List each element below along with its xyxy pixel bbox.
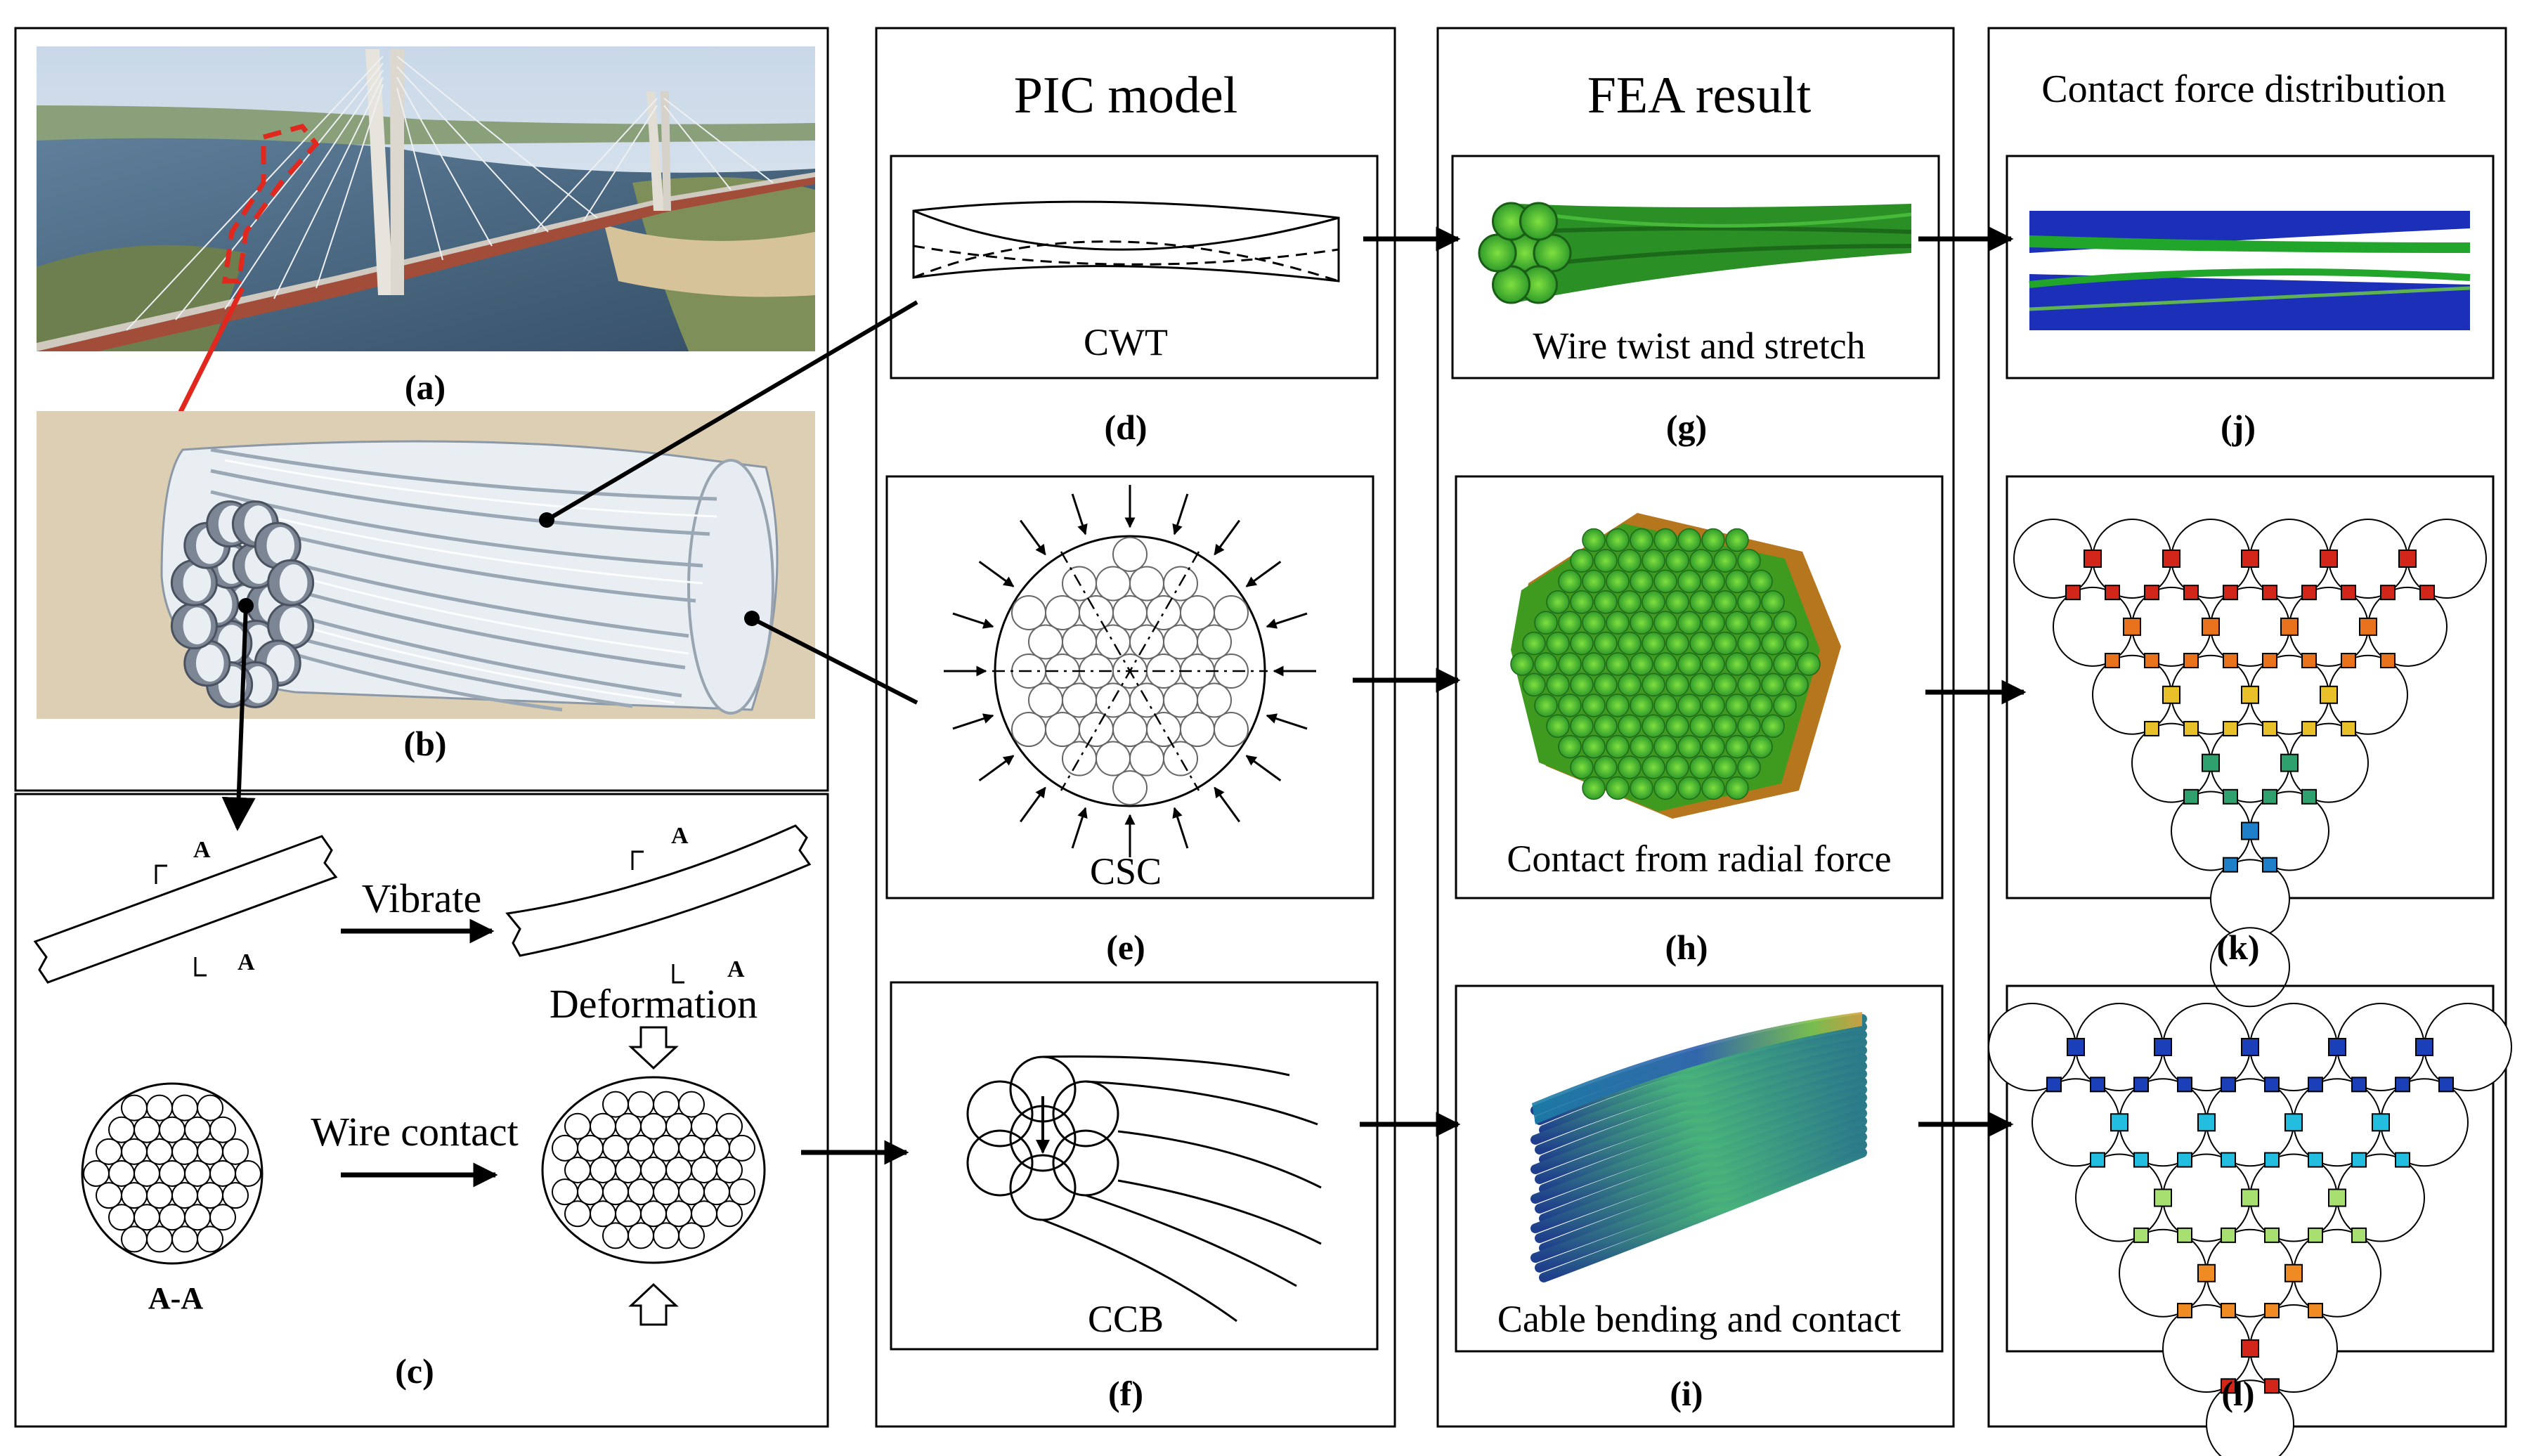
elliptical-cross-section: [541, 1076, 766, 1264]
section-label: A-A: [148, 1281, 203, 1315]
caption-c: (c): [395, 1351, 434, 1391]
csc-label: CSC: [1090, 850, 1162, 892]
caption-d: (d): [1104, 408, 1147, 447]
top-squeeze-arrow: [628, 1026, 679, 1070]
contact-strip-render: [2029, 211, 2471, 330]
bottom-squeeze-arrow: [628, 1282, 679, 1326]
panel-e: [885, 475, 1374, 899]
radial-force-render: [1510, 513, 1841, 819]
radial-force-label: Contact from radial force: [1507, 838, 1891, 880]
section-marker-1: A: [193, 837, 211, 863]
link-b-to-e: [750, 616, 918, 705]
wire-contact-label: Wire contact: [311, 1109, 519, 1155]
ccb-label: CCB: [1088, 1298, 1164, 1340]
radial-contact-distribution: [2013, 519, 2487, 1008]
caption-g: (g): [1666, 408, 1707, 447]
cable-bending-label: Cable bending and contact: [1497, 1298, 1901, 1340]
vibration-schematic: [33, 824, 812, 984]
frame-fea: [1436, 27, 1955, 1428]
section-marker-2: A: [238, 949, 255, 975]
frame-ab: [14, 27, 829, 792]
cable-illustration: [37, 411, 815, 719]
caption-a: (a): [405, 368, 446, 407]
caption-k: (k): [2216, 928, 2259, 967]
cwt-drawing: [912, 200, 1340, 282]
caption-h: (h): [1665, 928, 1708, 967]
ccb-drawing: [966, 1055, 1322, 1322]
caption-l: (l): [2221, 1374, 2254, 1413]
contact-title: Contact force distribution: [2041, 67, 2445, 111]
circular-cross-section: [81, 1082, 264, 1265]
wire-twist-render: [1478, 202, 1912, 304]
panel-i: [1455, 984, 1944, 1353]
frame-pic: [875, 27, 1396, 1428]
section-marker-4: A: [727, 956, 745, 982]
csc-drawing: [944, 485, 1316, 857]
caption-b: (b): [403, 724, 446, 763]
bending-contact-distribution: [1988, 1003, 2512, 1456]
fea-title: FEA result: [1587, 67, 1812, 124]
panel-f: [890, 981, 1379, 1351]
cwt-label: CWT: [1084, 321, 1168, 363]
caption-i: (i): [1670, 1374, 1703, 1413]
panel-d: [890, 155, 1379, 379]
link-b-to-c: [221, 605, 256, 831]
panel-j: [2006, 155, 2495, 379]
pic-title: PIC model: [1014, 67, 1238, 124]
wire-ends: [170, 500, 315, 708]
caption-f: (f): [1108, 1374, 1143, 1413]
frame-c: [14, 793, 829, 1428]
panel-g: [1451, 155, 1940, 379]
cable-bending-render: [1530, 1012, 1867, 1282]
section-marker-3: A: [671, 823, 689, 849]
wire-twist-label: Wire twist and stretch: [1533, 325, 1865, 367]
vibrate-label: Vibrate: [362, 876, 481, 921]
link-b-to-d: [545, 300, 918, 522]
caption-j: (j): [2221, 408, 2256, 447]
caption-e: (e): [1106, 928, 1145, 967]
deformation-label: Deformation: [550, 981, 758, 1027]
bridge-photo: [37, 46, 815, 351]
